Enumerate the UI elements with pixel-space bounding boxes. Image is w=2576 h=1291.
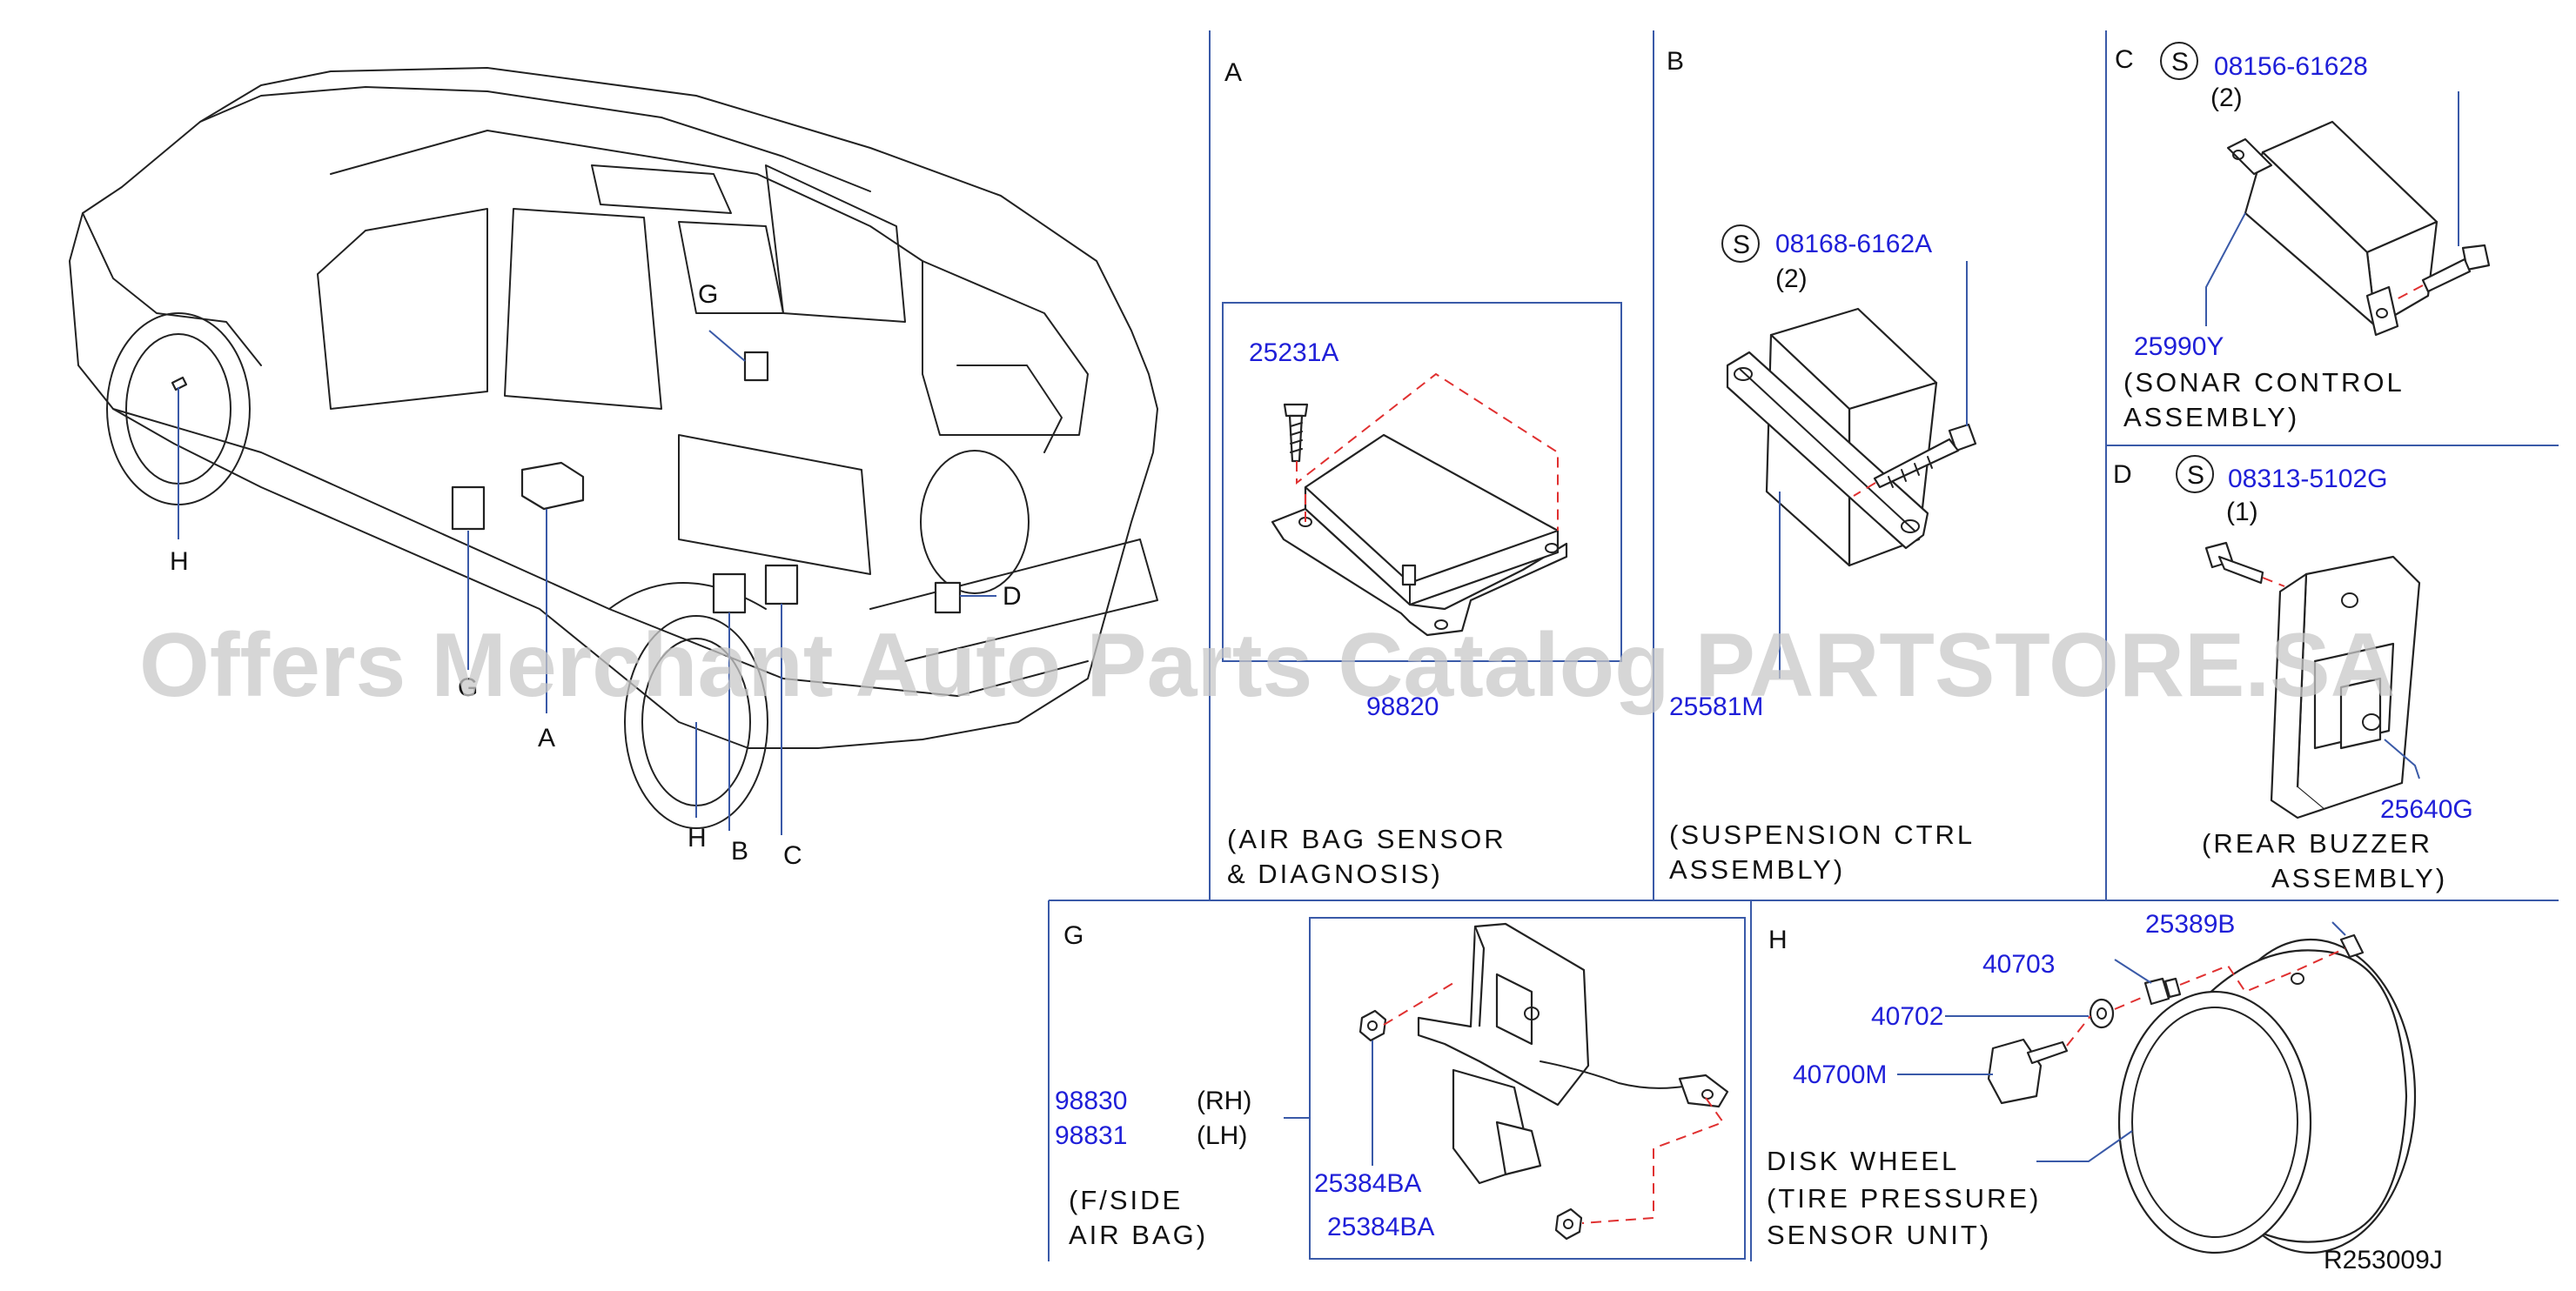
side-airbag-sensor-icon	[1417, 922, 1729, 1185]
part-25581m: 25581M	[1669, 692, 1763, 721]
suspension-control-box-icon	[1726, 307, 1938, 567]
callout-h-front: H	[170, 547, 189, 576]
section-c-description-line-1: (SONAR CONTROL	[2123, 367, 2405, 398]
vehicle-leader-lines	[178, 330, 996, 835]
side-lh: (LH)	[1197, 1121, 1247, 1150]
part-25640g: 25640G	[2380, 795, 2473, 824]
section-a-letter: A	[1224, 58, 1242, 87]
nut-icon	[1358, 1009, 1387, 1042]
section-h: H 25389B 40703 40702 40700M	[1767, 910, 2417, 1254]
callout-h-rear: H	[688, 824, 707, 853]
part-25990y: 25990Y	[2134, 332, 2224, 361]
section-h-description-line-1: DISK WHEEL	[1767, 1146, 1959, 1176]
side-rh: (RH)	[1197, 1087, 1251, 1115]
callout-b: B	[731, 837, 748, 866]
part-98820: 98820	[1366, 692, 1439, 721]
nut-25384ba-2: 25384BA	[1327, 1213, 1434, 1241]
valve-nut-icon	[2143, 977, 2182, 1006]
grommet-icon	[2089, 998, 2115, 1029]
disk-wheel-icon	[2117, 938, 2417, 1254]
standard-part-symbol-d-letter: S	[2187, 461, 2204, 490]
section-b-description-line-1: (SUSPENSION CTRL	[1669, 819, 1975, 850]
section-c: C S 08156-61628 (2) 25990Y (SONAR CONTRO…	[2115, 42, 2491, 432]
callout-g-lower: G	[458, 673, 478, 702]
section-d: D S 08313-5102G (1) 25640G (REAR BUZZER …	[2113, 455, 2473, 893]
vehicle-callouts: G H G A D H B C	[170, 280, 1022, 870]
nut-25384ba-1: 25384BA	[1314, 1169, 1421, 1198]
section-g: G 98830 (RH) 98831 (LH) 25384	[1055, 921, 1729, 1250]
callout-d: D	[1003, 582, 1022, 611]
part-98831: 98831	[1055, 1121, 1127, 1150]
bolt-08168-6162a: 08168-6162A	[1775, 230, 1932, 258]
bolt-qty-b: (2)	[1775, 264, 1808, 293]
bolt-08313-5102g: 08313-5102G	[2228, 465, 2388, 493]
callout-g-upper: G	[698, 280, 718, 309]
section-c-description-line-2: ASSEMBLY)	[2123, 402, 2299, 432]
bolt-icon	[1873, 423, 1977, 489]
bolt-icon	[2204, 541, 2264, 585]
part-25231a: 25231A	[1249, 338, 1338, 367]
nut-icon	[1554, 1207, 1583, 1241]
section-g-description-line-1: (F/SIDE	[1069, 1185, 1183, 1215]
drawing-number: R253009J	[2324, 1246, 2443, 1274]
tire-pressure-sensor-icon	[1987, 1038, 2069, 1105]
section-a: A 25231A 98820 (AIR BAG SENSOR & DIAGNOS…	[1224, 58, 1568, 889]
standard-part-symbol-d	[2176, 455, 2214, 493]
airbag-sensor-module-icon	[1271, 433, 1568, 637]
section-d-description-line-1: (REAR BUZZER	[2202, 828, 2432, 859]
section-h-description-line-3: SENSOR UNIT)	[1767, 1220, 1991, 1250]
standard-part-symbol-c	[2160, 42, 2198, 80]
section-a-description-line-2: & DIAGNOSIS)	[1227, 859, 1443, 889]
section-d-description-line-2: ASSEMBLY)	[2271, 863, 2447, 893]
bolt-icon	[1283, 403, 1309, 463]
section-c-letter: C	[2115, 45, 2134, 74]
vehicle-illustration	[69, 67, 1158, 829]
standard-part-symbol-b	[1721, 224, 1760, 263]
standard-part-symbol-c-letter: S	[2171, 48, 2189, 77]
section-h-letter: H	[1768, 926, 1788, 954]
bolt-08156-61628: 08156-61628	[2214, 52, 2368, 81]
section-h-description-line-2: (TIRE PRESSURE)	[1767, 1183, 2041, 1214]
watermark: Offers Merchant Auto Parts Catalog PARTS…	[139, 615, 2396, 716]
bolt-qty-d: (1)	[2226, 498, 2258, 526]
callout-a: A	[538, 724, 555, 753]
part-98830: 98830	[1055, 1087, 1127, 1115]
standard-part-symbol-b-letter: S	[1733, 231, 1750, 259]
section-b-letter: B	[1667, 47, 1684, 76]
section-b-description-line-2: ASSEMBLY)	[1669, 854, 1845, 885]
sonar-control-box-icon	[2226, 120, 2438, 337]
section-g-description-line-2: AIR BAG)	[1069, 1220, 1208, 1250]
section-g-letter: G	[1063, 921, 1083, 950]
part-40700m: 40700M	[1793, 1060, 1887, 1089]
section-a-description-line-1: (AIR BAG SENSOR	[1227, 824, 1506, 854]
section-d-letter: D	[2113, 460, 2132, 489]
callout-c: C	[783, 841, 802, 870]
section-frames	[1048, 30, 2559, 1261]
part-40703: 40703	[1982, 950, 2055, 979]
section-b: B S 08168-6162A (2) 25581M (SUSPENSION C…	[1667, 47, 1977, 885]
tire-valve-cap-icon	[2339, 933, 2365, 959]
bolt-qty-c: (2)	[2210, 84, 2243, 112]
part-25389b: 25389B	[2145, 910, 2235, 939]
rear-buzzer-bracket-icon	[2270, 555, 2421, 819]
part-40702: 40702	[1871, 1002, 1943, 1031]
bolt-icon	[2421, 244, 2491, 293]
